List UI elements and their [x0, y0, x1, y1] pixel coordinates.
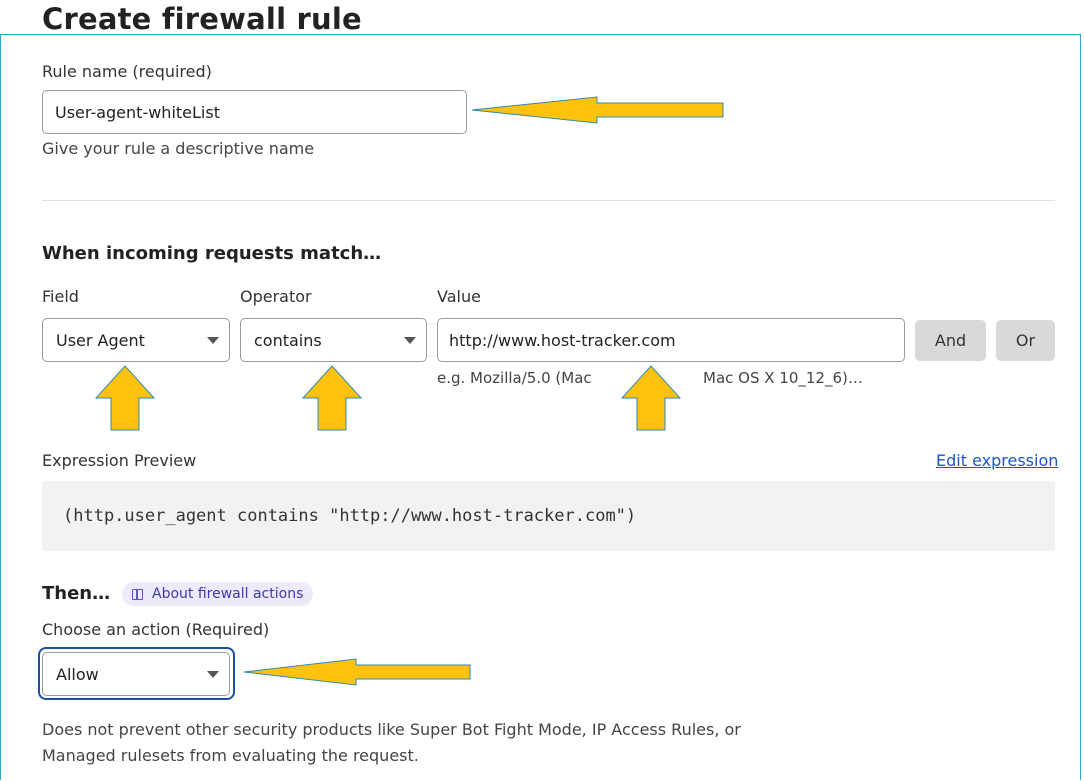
value-hint-start: e.g. Mozilla/5.0 (Mac: [437, 369, 592, 387]
rule-name-input[interactable]: [42, 90, 467, 134]
action-select-focus-ring: [38, 647, 235, 700]
action-label: Choose an action (Required): [42, 620, 270, 639]
section-divider: [42, 200, 1055, 201]
field-select-value: User Agent: [56, 330, 145, 350]
and-button[interactable]: And: [915, 320, 986, 361]
rule-name-label: Rule name (required): [42, 62, 212, 81]
action-select[interactable]: Allow: [42, 652, 230, 696]
then-heading: Then…: [42, 583, 111, 604]
expression-preview-label: Expression Preview: [42, 451, 197, 470]
chevron-down-icon: [404, 337, 416, 344]
rule-name-helper: Give your rule a descriptive name: [42, 139, 315, 158]
operator-label: Operator: [240, 287, 312, 306]
action-description-line1: Does not prevent other security products…: [42, 720, 741, 739]
field-select[interactable]: User Agent: [42, 318, 230, 362]
page-title: Create firewall rule: [42, 2, 362, 36]
action-description-line2: Managed rulesets from evaluating the req…: [42, 746, 419, 765]
expression-preview-code: (http.user_agent contains "http://www.ho…: [42, 481, 1055, 551]
action-select-value: Allow: [56, 664, 99, 684]
rule-form-panel: [0, 34, 1081, 780]
operator-select[interactable]: contains: [240, 318, 427, 362]
operator-select-value: contains: [254, 330, 322, 350]
value-input[interactable]: [437, 318, 905, 362]
about-firewall-actions-link[interactable]: About firewall actions: [122, 582, 314, 606]
book-icon: [132, 588, 143, 600]
chevron-down-icon: [207, 337, 219, 344]
field-label: Field: [42, 287, 79, 306]
about-firewall-actions-label: About firewall actions: [152, 586, 304, 602]
edit-expression-link[interactable]: Edit expression: [936, 451, 1059, 470]
value-hint-end: Mac OS X 10_12_6)…: [703, 369, 863, 387]
value-label: Value: [437, 287, 481, 306]
chevron-down-icon: [207, 671, 219, 678]
match-heading: When incoming requests match…: [42, 243, 382, 264]
or-button[interactable]: Or: [996, 320, 1055, 361]
